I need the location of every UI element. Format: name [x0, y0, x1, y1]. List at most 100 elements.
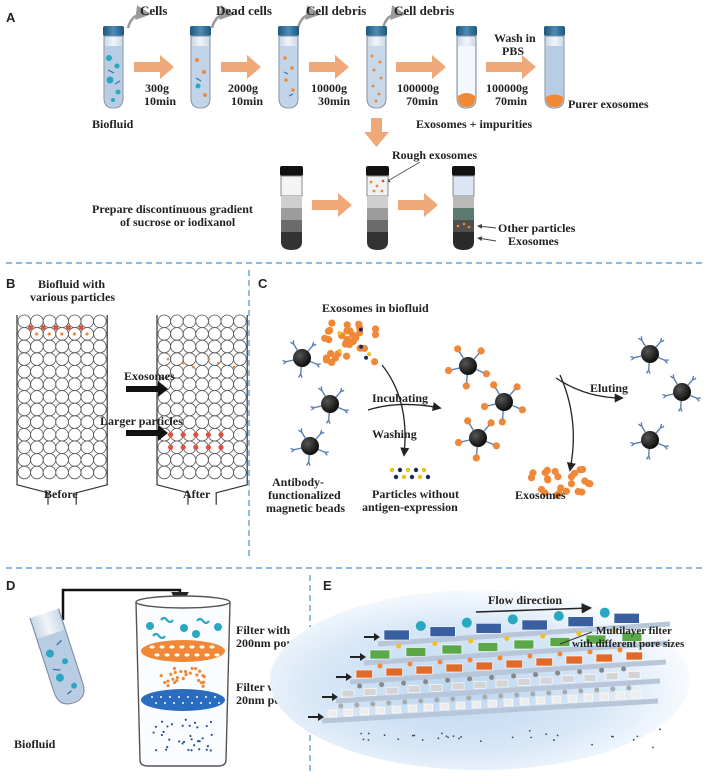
- particles-without-antigen: [389, 467, 431, 480]
- biofluid-label: Biofluid: [92, 117, 134, 131]
- resin-bead: [182, 415, 197, 429]
- exosome-particle: [195, 673, 199, 677]
- c-no-antigen-2: antigen-expression: [362, 500, 458, 514]
- resin-bead: [233, 327, 247, 341]
- filtrate-particle: [556, 734, 559, 737]
- small-particle: [168, 738, 171, 741]
- magnetic-bead-icon: [673, 383, 691, 401]
- antibody-arm: [297, 373, 302, 378]
- resin-bead: [233, 402, 247, 417]
- resin-bead: [42, 390, 57, 404]
- exosome-particle: [197, 678, 201, 683]
- trapped-particle: [530, 691, 536, 697]
- antibody-arm: [340, 389, 345, 393]
- resin-bead: [220, 339, 235, 354]
- resin-bead: [195, 390, 209, 404]
- exosomes-pointer: [477, 236, 497, 242]
- trapped-particle: [497, 655, 503, 661]
- antibody-stem: [476, 368, 484, 373]
- small-particle: [165, 748, 168, 751]
- antibody-stem: [690, 394, 698, 399]
- magnetic-bead-icon: [459, 357, 477, 375]
- exosome-particle: [175, 676, 179, 680]
- resin-bead: [170, 352, 184, 366]
- trapped-particle: [578, 688, 584, 694]
- resin-bead: [80, 428, 95, 442]
- beads-released: [630, 336, 701, 460]
- trapped-particle: [617, 647, 623, 653]
- step-2-speed: 2000g: [228, 81, 258, 95]
- antibody-stem: [314, 405, 322, 409]
- exosome-particle: [188, 671, 192, 675]
- antibody-arm: [310, 406, 315, 409]
- antibody-stem: [673, 377, 678, 385]
- trapped-particle: [498, 693, 504, 699]
- small-particle: [205, 724, 208, 728]
- resin-bead: [30, 314, 44, 329]
- non-target-particle: [358, 327, 363, 332]
- antibody-stem: [647, 362, 650, 371]
- antibody-stem: [658, 442, 666, 447]
- filter-pillar: [621, 632, 643, 642]
- resin-bead: [17, 440, 32, 455]
- trapped-particle: [626, 685, 632, 691]
- exosome-particle: [578, 465, 587, 474]
- resin-bead: [42, 453, 57, 467]
- resin-bead: [30, 440, 44, 455]
- trapped-particle: [377, 663, 383, 669]
- exosome-particle: [163, 680, 167, 685]
- exosome-particle: [190, 666, 194, 670]
- c-incubating-label: Incubating: [372, 391, 428, 405]
- red-particle: [66, 325, 71, 330]
- red-particle: [205, 444, 211, 450]
- non-target-particle: [397, 467, 403, 473]
- exosome-particle: [175, 679, 179, 683]
- red-particle: [78, 325, 84, 330]
- resin-bead: [17, 365, 32, 379]
- small-particle: [155, 749, 158, 752]
- column-outline: [16, 315, 108, 505]
- resin-bead: [55, 402, 69, 417]
- pore: [184, 653, 190, 657]
- resin-bead: [55, 352, 69, 366]
- captured-exosome: [480, 402, 489, 411]
- small-particle: [190, 738, 193, 741]
- tube-step-5: [544, 26, 565, 109]
- panel-e-letter: E: [323, 578, 332, 593]
- small-particle: [205, 748, 208, 751]
- exosome-particle: [567, 480, 576, 488]
- large-particle: [152, 632, 166, 640]
- orange-particle: [217, 361, 220, 365]
- filter-pillar: [363, 688, 377, 696]
- resin-bead: [195, 365, 209, 379]
- captured-exosome: [482, 370, 491, 378]
- small-particle: [152, 731, 155, 734]
- small-particle: [181, 742, 184, 745]
- resin-bead: [30, 465, 44, 480]
- step-1-time: 10min: [144, 94, 176, 108]
- resin-bead: [55, 465, 69, 480]
- trapped-particle: [338, 703, 344, 709]
- filter-pillar: [551, 695, 562, 704]
- exosome-particle: [331, 354, 339, 362]
- large-particles-top: [146, 616, 222, 640]
- gray-curved-arrow-icon: [126, 5, 151, 29]
- resin-bead: [17, 453, 32, 467]
- resin-bead: [233, 365, 247, 379]
- antibody-arm: [645, 455, 650, 460]
- pore: [189, 645, 195, 649]
- small-particle: [198, 748, 201, 751]
- pore: [149, 645, 155, 649]
- captured-exosome: [498, 418, 506, 426]
- filtrate-particle: [413, 734, 416, 737]
- pore: [159, 645, 165, 649]
- antibody-arm: [290, 448, 295, 451]
- purer-exosomes-label: Purer exosomes: [568, 97, 649, 111]
- filter-pillar: [583, 673, 597, 682]
- exosome-particle: [172, 666, 177, 671]
- column-outline: [156, 315, 248, 505]
- resin-bead: [93, 390, 107, 404]
- resin-bead: [195, 314, 209, 329]
- pore: [182, 702, 184, 704]
